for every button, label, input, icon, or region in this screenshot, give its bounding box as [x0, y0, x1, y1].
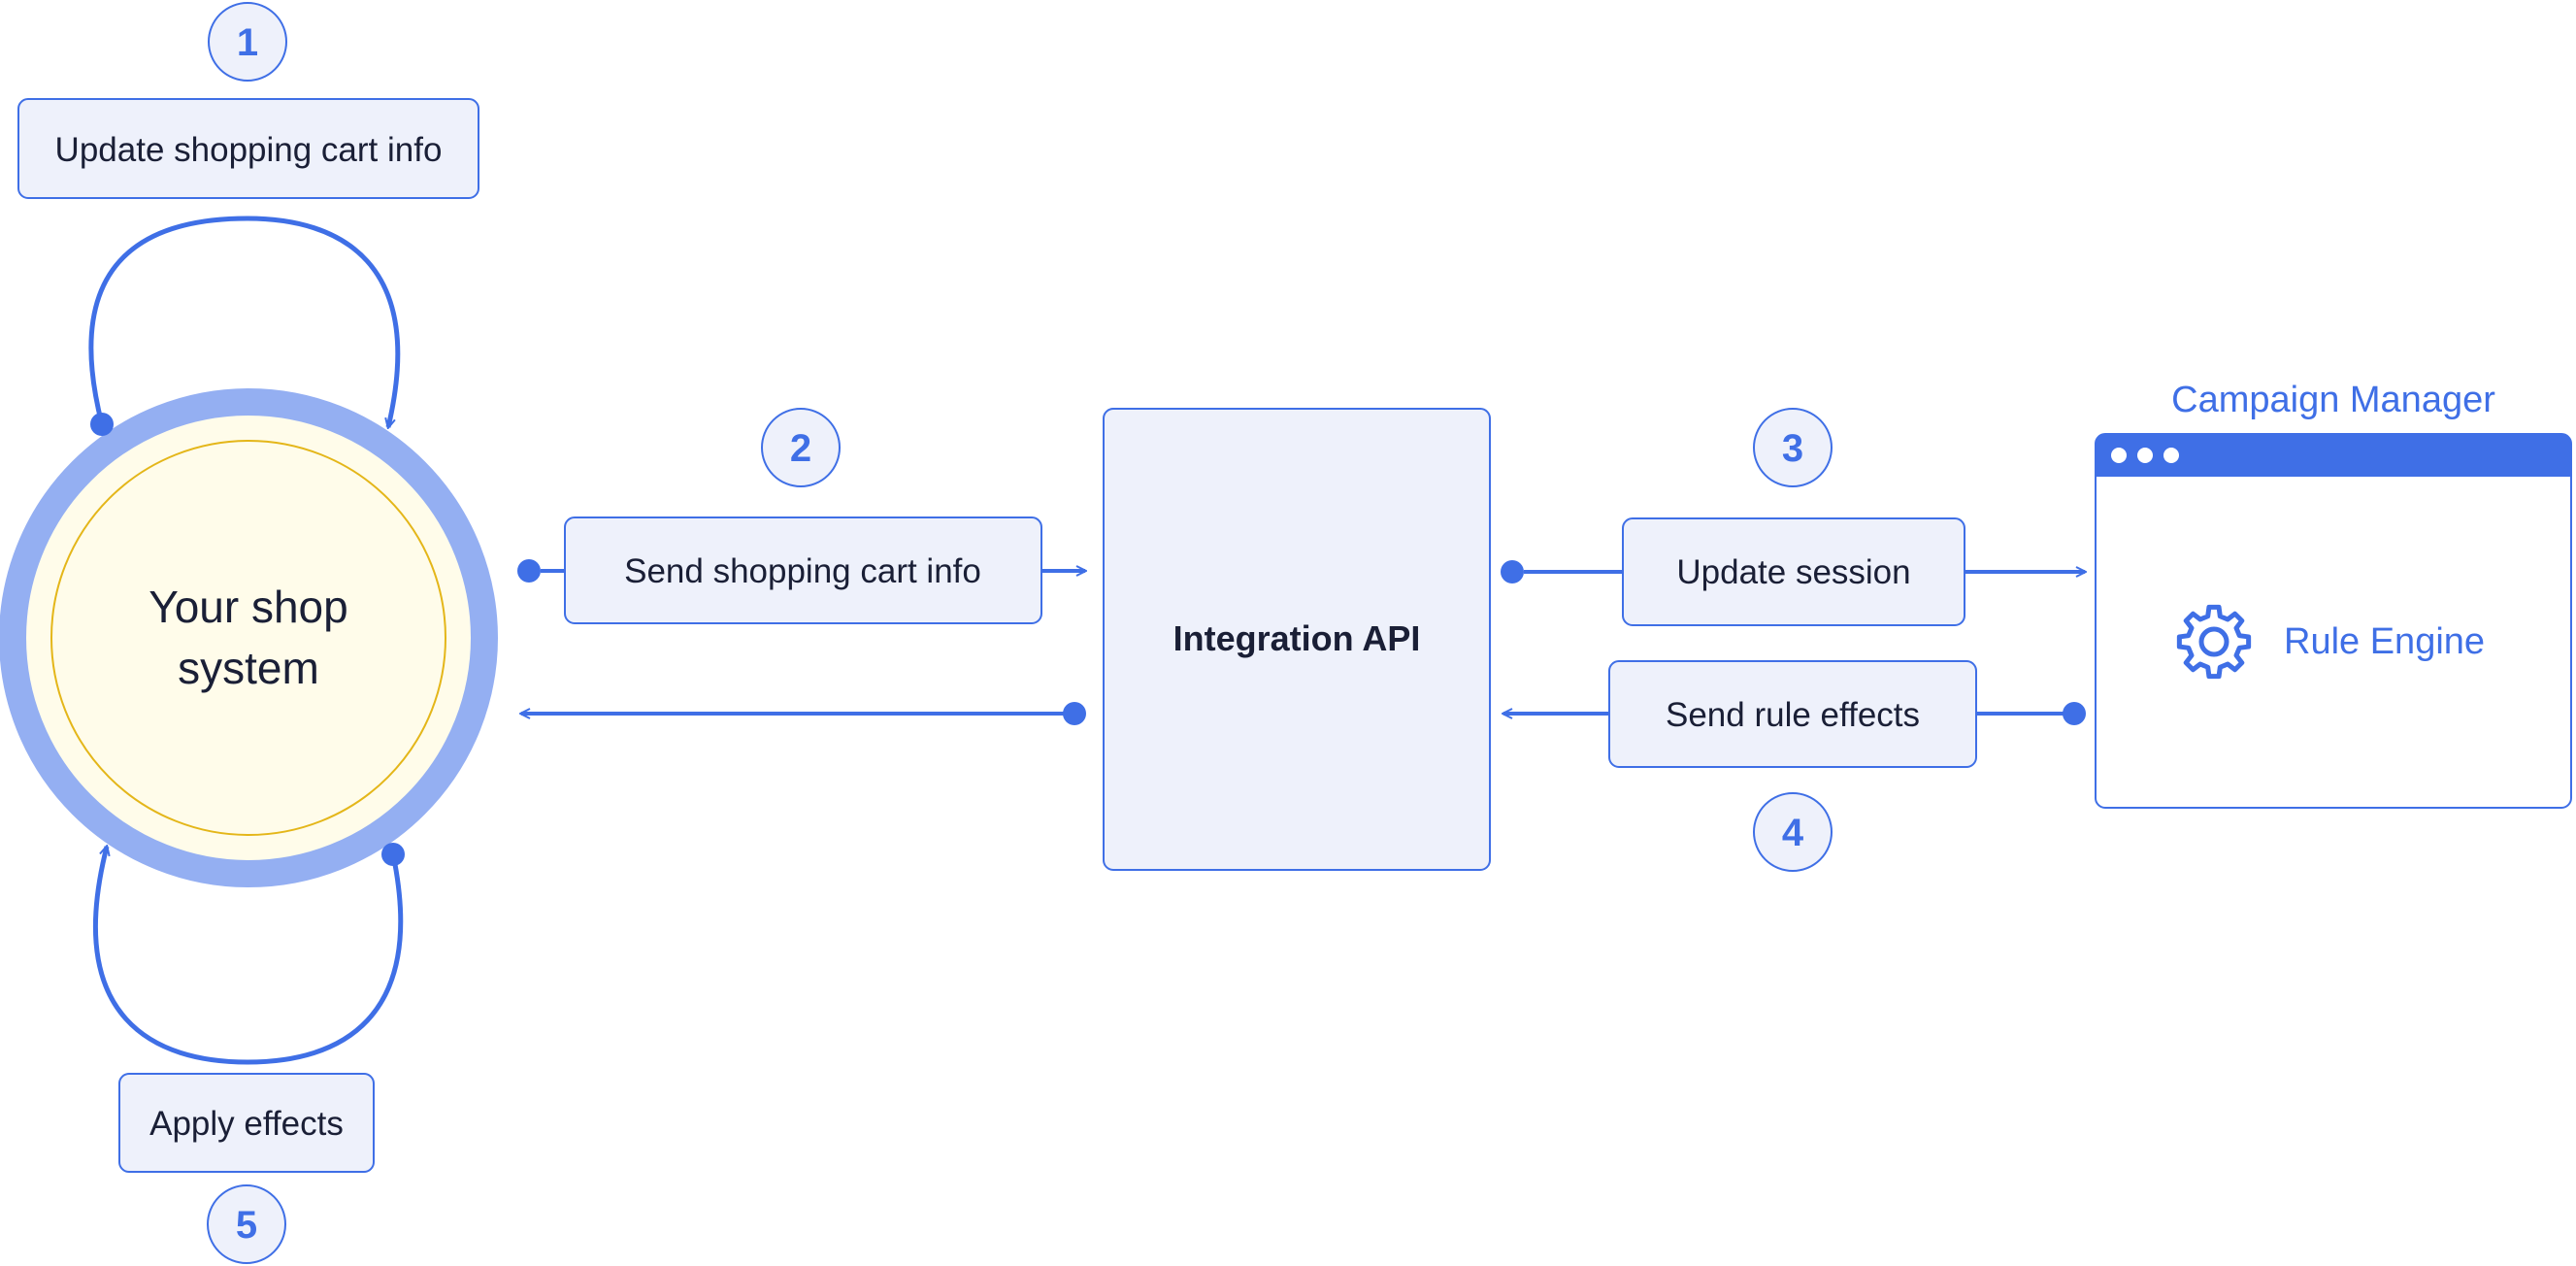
- update-cart-loop-arrow: [88, 216, 401, 436]
- step-2-number: 2: [790, 427, 811, 470]
- send-cart-label: Send shopping cart info: [624, 552, 981, 590]
- integration-api-box: Integration API: [1103, 408, 1491, 871]
- update-session-start-dot: [1501, 560, 1524, 583]
- send-effects-label: Send rule effects: [1666, 696, 1920, 734]
- step-1-badge: 1: [208, 2, 287, 82]
- send-effects-box: Send rule effects: [1608, 660, 1977, 768]
- step-1-number: 1: [237, 21, 258, 64]
- step-4-badge: 4: [1753, 792, 1833, 872]
- send-cart-connector: [517, 559, 1085, 583]
- apply-effects-label: Apply effects: [149, 1105, 344, 1143]
- step-5-number: 5: [236, 1204, 257, 1247]
- update-session-connector: [1501, 560, 2085, 583]
- gear-icon: [2176, 604, 2252, 680]
- shop-system-outer-ring: [0, 388, 498, 887]
- send-effects-start-dot: [2063, 702, 2086, 725]
- return-effects-connector: [521, 702, 1086, 725]
- step-4-number: 4: [1782, 812, 1804, 854]
- campaign-manager-title: Campaign Manager: [2171, 380, 2495, 420]
- window-dot-3: [2163, 448, 2179, 463]
- step-2-badge: 2: [761, 408, 841, 487]
- apply-effects-loop-start-dot: [381, 843, 405, 866]
- campaign-manager-window: Rule Engine: [2095, 433, 2572, 809]
- campaign-manager-titlebar: [2096, 434, 2571, 477]
- window-dot-2: [2137, 448, 2153, 463]
- apply-effects-box: Apply effects: [118, 1073, 375, 1173]
- step-3-number: 3: [1782, 427, 1803, 470]
- shop-system-inner-ring: [50, 440, 446, 836]
- update-session-box: Update session: [1622, 517, 1965, 626]
- send-cart-start-dot: [517, 559, 541, 583]
- update-cart-box: Update shopping cart info: [17, 98, 479, 199]
- apply-effects-loop-arrow: [93, 843, 405, 1065]
- integration-api-label: Integration API: [1173, 618, 1421, 658]
- send-effects-connector: [1503, 702, 2086, 725]
- step-3-badge: 3: [1753, 408, 1833, 487]
- window-dot-1: [2111, 448, 2127, 463]
- update-cart-loop-start-dot: [90, 413, 114, 436]
- return-effects-start-dot: [1063, 702, 1086, 725]
- update-cart-label: Update shopping cart info: [55, 131, 443, 169]
- send-cart-box: Send shopping cart info: [564, 516, 1042, 624]
- step-5-badge: 5: [207, 1184, 286, 1264]
- shop-system-node: Your shop system: [0, 388, 498, 887]
- rule-engine-label: Rule Engine: [2284, 621, 2485, 662]
- shop-system-label-line1: Your shop: [149, 582, 347, 632]
- shop-system-label-line2: system: [178, 643, 319, 693]
- update-session-label: Update session: [1676, 553, 1910, 591]
